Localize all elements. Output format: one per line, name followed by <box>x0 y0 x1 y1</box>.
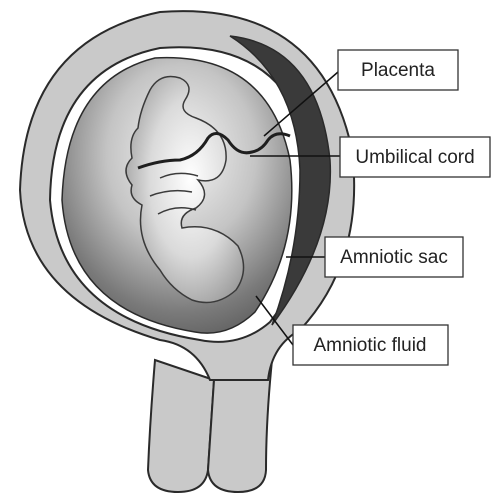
amniotic-fluid-label-text: Amniotic fluid <box>314 335 427 356</box>
umbilical-cord-shape <box>137 132 291 170</box>
placenta-label: Placenta <box>337 49 459 91</box>
placenta-label-text: Placenta <box>361 60 435 81</box>
fetus-limb-detail <box>149 172 199 215</box>
umbilical-cord-label-text: Umbilical cord <box>355 147 474 168</box>
umbilical-cord-label: Umbilical cord <box>339 136 491 178</box>
cervix-left <box>146 358 216 494</box>
placenta-shape <box>229 35 332 326</box>
cervix-right <box>206 358 274 494</box>
amniotic-sac-label: Amniotic sac <box>324 236 464 278</box>
amniotic-sac-label-text: Amniotic sac <box>340 247 448 268</box>
amniotic-fluid-leader <box>255 295 294 346</box>
amniotic-fluid-label: Amniotic fluid <box>292 324 449 366</box>
placenta-leader <box>263 71 339 137</box>
